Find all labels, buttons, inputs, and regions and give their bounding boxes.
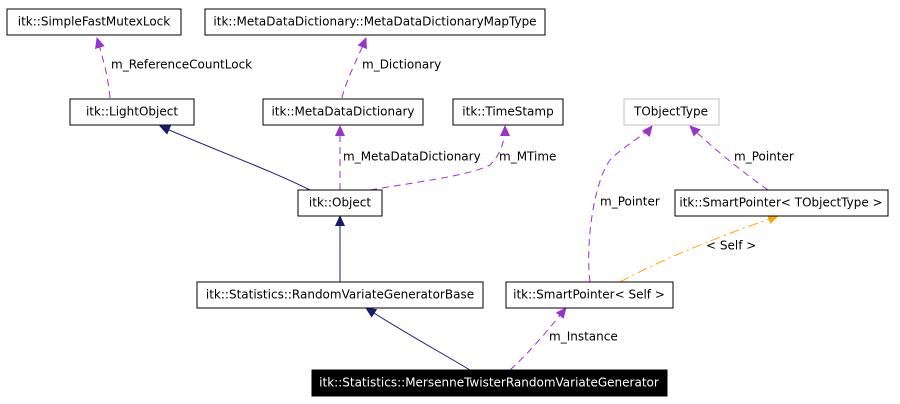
svg-text:itk::Object: itk::Object [309,196,371,210]
edge-object-inherits-light-object [159,125,311,191]
svg-text:itk::LightObject: itk::LightObject [86,105,178,119]
node-time-stamp[interactable]: itk::TimeStamp [452,98,564,126]
svg-text:itk::Statistics::MersenneTwist: itk::Statistics::MersenneTwisterRandomVa… [319,376,659,390]
svg-text:TObjectType: TObjectType [633,105,708,119]
node-object[interactable]: itk::Object [297,189,383,217]
node-smart-pointer-self[interactable]: itk::SmartPointer< Self > [505,281,674,309]
edge-mersenne-inherits-base [365,307,471,371]
edge-label-pointer-right: m_Pointer [734,150,794,164]
edge-label-reference-count-lock: m_ReferenceCountLock [111,58,252,72]
svg-text:itk::SmartPointer< Self >: itk::SmartPointer< Self > [513,288,665,302]
edge-label-pointer-left: m_Pointer [600,195,660,209]
svg-text:itk::SimpleFastMutexLock: itk::SimpleFastMutexLock [18,15,171,29]
node-light-object[interactable]: itk::LightObject [69,98,195,126]
node-meta-data-dictionary[interactable]: itk::MetaDataDictionary [262,98,424,126]
svg-text:itk::Statistics::RandomVariate: itk::Statistics::RandomVariateGeneratorB… [206,288,474,302]
edge-label-m-time: m_MTime [499,150,556,164]
edge-label-meta-data-dictionary: m_MetaDataDictionary [343,150,481,164]
edge-label-self: < Self > [706,239,756,253]
edge-m-time [369,125,510,191]
edge-label-instance: m_Instance [549,330,618,344]
edge-instance [509,307,567,371]
node-t-object-type[interactable]: TObjectType [623,98,720,126]
svg-text:itk::MetaDataDictionary: itk::MetaDataDictionary [271,105,414,119]
edge-dictionary [341,37,367,99]
node-simple-fast-mutex-lock[interactable]: itk::SimpleFastMutexLock [6,8,182,36]
edge-label-dictionary: m_Dictionary [362,58,441,72]
svg-text:itk::SmartPointer< TObjectType: itk::SmartPointer< TObjectType > [679,196,882,210]
svg-text:itk::MetaDataDictionary::MetaD: itk::MetaDataDictionary::MetaDataDiction… [213,15,536,29]
svg-text:itk::TimeStamp: itk::TimeStamp [462,105,553,119]
node-mersenne-twister-random-variate-generator[interactable]: itk::Statistics::MersenneTwisterRandomVa… [311,369,668,397]
node-meta-data-dictionary-map-type[interactable]: itk::MetaDataDictionary::MetaDataDiction… [204,8,546,36]
edge-pointer-left [588,125,653,283]
edge-pointer-right [689,125,769,191]
node-random-variate-generator-base[interactable]: itk::Statistics::RandomVariateGeneratorB… [196,281,484,309]
edge-reference-count-lock [95,37,111,99]
edge-template-self [619,214,779,283]
node-smart-pointer-t-object-type[interactable]: itk::SmartPointer< TObjectType > [674,189,889,217]
